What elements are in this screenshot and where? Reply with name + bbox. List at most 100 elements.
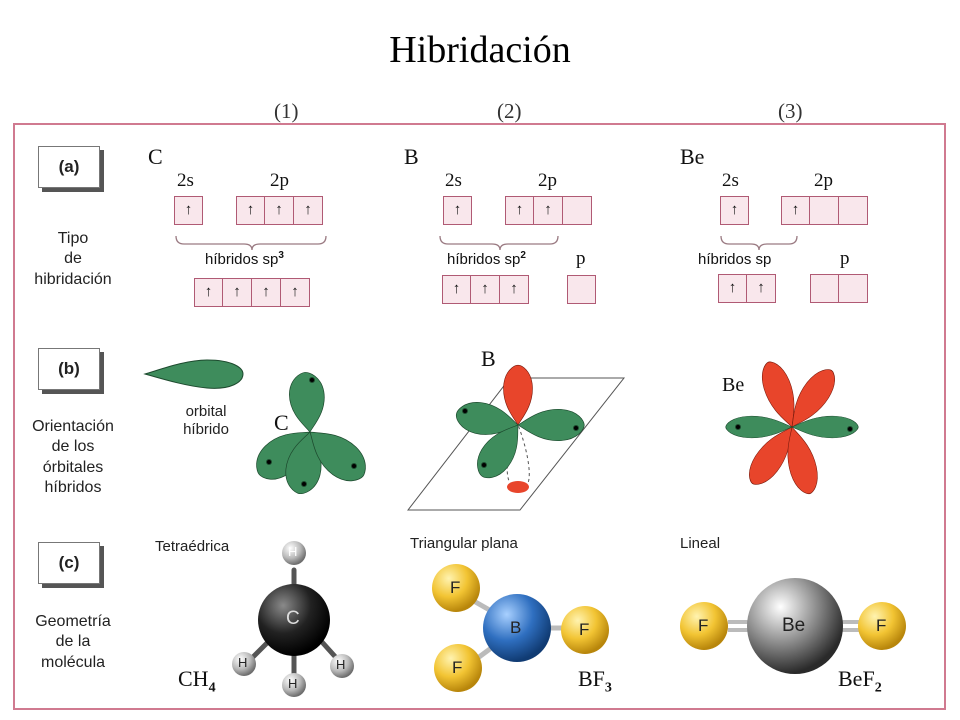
orbital-box: ↑ [442,275,471,304]
orientation-atom-c: C [274,410,289,435]
ch4-formula: CH4 [178,666,216,696]
orbital-box: ↑ [265,196,294,225]
b-p-boxes [567,275,596,304]
b-2s-label: 2s [445,170,462,191]
be-2p-label: 2p [814,170,833,191]
ch4-h-label: H [336,657,346,672]
b-p-label: p [576,248,586,269]
orbital-box: ↑ [294,196,323,225]
orbital-box [810,274,839,303]
be-brace [720,235,798,251]
c-atom [258,584,330,656]
column-number-2: (2) [497,99,522,123]
bf3-molecule [432,564,609,692]
orbital-box: ↑ [281,278,310,307]
be-hybrid-boxes: ↑ ↑ [718,274,776,303]
c-2p-boxes: ↑ ↑ ↑ [236,196,323,225]
orbital-box [810,196,839,225]
b-hybrid-boxes: ↑ ↑ ↑ [442,275,529,304]
sp-orbitals [725,357,859,498]
orbital-box: ↑ [720,196,749,225]
column-number-1: (1) [274,99,299,123]
diagram-frame [13,123,946,710]
bf3-f-label: F [579,620,590,639]
geometry-trigonal-planar: Triangular plana [410,535,518,552]
orientation-atom-be: Be [722,374,745,396]
orbital-box [839,196,868,225]
c-hybrid-label: híbridos sp3 [205,250,284,268]
column-number-3: (3) [778,99,803,123]
f-atom [434,644,482,692]
be-hybrid-label: híbridos sp [698,251,772,268]
bef2-f-label: F [698,616,709,635]
bef2-formula: BeF2 [838,666,882,696]
orbital-box: ↑ [443,196,472,225]
c-2s-label: 2s [177,170,194,191]
geometry-tetrahedral: Tetraédrica [155,538,230,555]
bef2-center-label: Be [782,615,806,636]
orbital-box [567,275,596,304]
bef2-molecule [680,578,906,674]
hybrid-orbital-icon [143,359,244,389]
c-hybrid-boxes: ↑ ↑ ↑ ↑ [194,278,310,307]
f-atom [432,564,480,612]
orbital-box: ↑ [505,196,534,225]
h-atom [232,652,256,676]
h-atom [282,673,306,697]
h-atom [282,541,306,565]
ch4-h-label: H [238,655,248,670]
bf3-f-label: F [450,578,461,597]
b-hybrid-label: híbridos sp2 [447,250,526,268]
ch4-h-label: H [288,544,298,559]
sp3-orbitals [247,370,375,497]
orbital-box: ↑ [500,275,529,304]
row-a-tag: (a) [38,146,100,188]
bf3-formula: BF3 [578,666,612,696]
element-b: B [404,144,419,169]
element-be: Be [680,144,705,169]
be-atom [747,578,843,674]
b-2p-label: 2p [538,170,557,191]
orbital-box [563,196,592,225]
sp2-orbitals [406,364,626,511]
c-brace [175,235,327,251]
orbital-box: ↑ [252,278,281,307]
bf3-f-label: F [452,658,463,677]
orbital-box: ↑ [747,274,776,303]
row-b-tag: (b) [38,348,100,390]
b-atom [483,594,551,662]
f-atom [680,602,728,650]
orbital-box: ↑ [194,278,223,307]
b-brace [439,235,559,251]
row-c-tag: (c) [38,542,100,584]
page-title: Hibridación [389,29,571,71]
be-2s-label: 2s [722,170,739,191]
orbital-box: ↑ [718,274,747,303]
element-c: C [148,144,163,169]
orbital-box: ↑ [781,196,810,225]
orbital-box: ↑ [223,278,252,307]
c-2p-label: 2p [270,170,289,191]
be-p-boxes [810,274,868,303]
h-atom [330,654,354,678]
b-2p-boxes: ↑ ↑ [505,196,592,225]
f-atom [858,602,906,650]
be-2p-boxes: ↑ [781,196,868,225]
orbital-box: ↑ [236,196,265,225]
orbital-box: ↑ [174,196,203,225]
geometry-linear: Lineal [680,535,721,552]
b-2s-boxes: ↑ [443,196,472,225]
be-2s-boxes: ↑ [720,196,749,225]
orbital-box: ↑ [534,196,563,225]
be-p-label: p [840,248,850,269]
orbital-box: ↑ [471,275,500,304]
bf3-center-label: B [510,618,522,637]
ch4-molecule [232,541,354,697]
orientation-atom-b: B [481,346,496,371]
ch4-h-label: H [288,676,298,691]
